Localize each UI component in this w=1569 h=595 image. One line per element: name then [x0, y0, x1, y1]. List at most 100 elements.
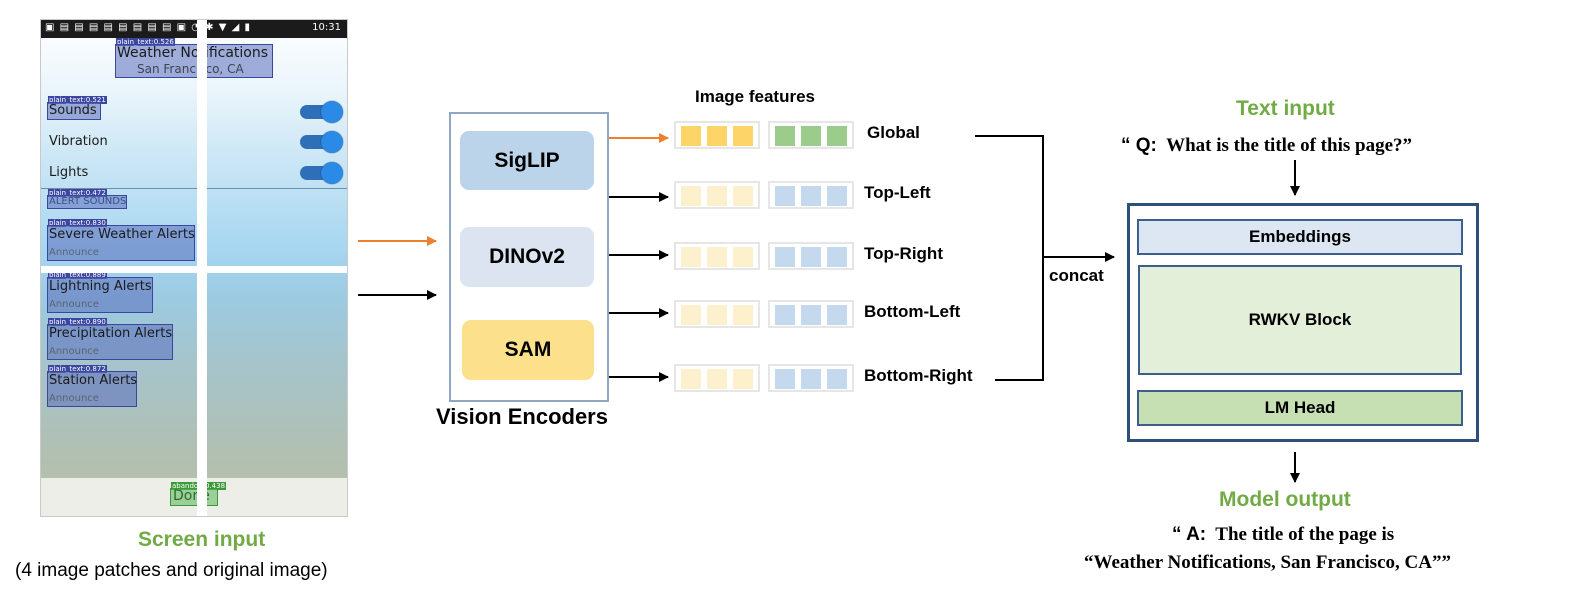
feature-token: [707, 305, 727, 325]
feature-label: Top-Right: [864, 244, 943, 263]
text-input-title: Text input: [1236, 97, 1335, 120]
feature-token: [827, 369, 847, 389]
lights-toggle[interactable]: [300, 162, 343, 184]
alert-title[interactable]: Severe Weather Alerts: [49, 227, 195, 242]
embeddings-block: Embeddings: [1137, 219, 1463, 255]
screen-input-image: ▣ ▤ ▤ ▤ ▤ ▤ ▤ ▤ ▤ ▣ ◔ ✱ ▼ ◢ ▮ 10:31 plai…: [40, 19, 348, 517]
screen-input-caption: (4 image patches and original image): [15, 560, 328, 581]
feature-token: [707, 369, 727, 389]
model-output-line1: “ A: The title of the page is: [1172, 524, 1394, 546]
rwkv-block: RWKV Block: [1138, 265, 1462, 375]
feature-token: [775, 247, 795, 267]
feature-token: [733, 126, 753, 146]
feature-token: [827, 247, 847, 267]
header-subtitle: San Francisco, CA: [137, 62, 244, 76]
answer-text: The title of the page is: [1215, 524, 1395, 545]
alert-title[interactable]: Precipitation Alerts: [49, 326, 173, 341]
feature-token: [801, 186, 821, 206]
detection-box-alert: [47, 324, 173, 360]
detection-tag: plain_text:0.521: [48, 96, 107, 104]
feature-label: Bottom-Right: [864, 366, 973, 385]
detection-tag: plain_text:0.472: [48, 189, 107, 197]
feature-token: [775, 305, 795, 325]
feature-group-left: [674, 300, 760, 328]
status-bar: ▣ ▤ ▤ ▤ ▤ ▤ ▤ ▤ ▤ ▣ ◔ ✱ ▼ ◢ ▮ 10:31: [41, 20, 347, 38]
feature-label: Global: [867, 123, 920, 142]
vibration-toggle[interactable]: [300, 131, 343, 153]
detection-box-header: [115, 44, 273, 78]
feature-token: [707, 186, 727, 206]
feature-token: [801, 369, 821, 389]
feature-group-right: [768, 300, 854, 328]
feature-token: [775, 186, 795, 206]
feature-token: [681, 186, 701, 206]
sam-encoder: SAM: [462, 320, 594, 380]
sounds-toggle[interactable]: [300, 101, 343, 123]
feature-token: [801, 126, 821, 146]
feature-group-left: [674, 181, 760, 209]
alert-title[interactable]: Lightning Alerts: [49, 279, 152, 294]
row-label-vibration: Vibration: [49, 134, 108, 149]
alert-subtitle: Announce: [49, 299, 99, 310]
row-label-lights: Lights: [49, 165, 89, 180]
feature-group-right: [768, 242, 854, 270]
alert-title[interactable]: Station Alerts: [49, 373, 138, 388]
question-prefix: “ Q:: [1121, 135, 1157, 156]
feature-token: [827, 305, 847, 325]
answer-prefix: “ A:: [1172, 524, 1207, 545]
feature-token: [801, 247, 821, 267]
detection-tag: plain_text:0.872: [48, 365, 107, 373]
model-output-title: Model output: [1219, 488, 1351, 511]
detection-tag: plain_text:0.890: [48, 318, 107, 326]
feature-token: [681, 369, 701, 389]
siglip-encoder: SigLIP: [460, 131, 594, 190]
alert-subtitle: Announce: [49, 393, 99, 404]
feature-token: [775, 369, 795, 389]
detection-box-alert: [47, 277, 153, 313]
detection-box-section: [47, 195, 127, 209]
feature-group-left: [674, 121, 760, 149]
alert-subtitle: Announce: [49, 346, 99, 357]
row-label-sounds: Sounds: [49, 103, 97, 118]
dinov2-encoder: DINOv2: [460, 227, 594, 287]
feature-token: [707, 126, 727, 146]
feature-token: [733, 305, 753, 325]
feature-token: [801, 305, 821, 325]
feature-group-right: [768, 121, 854, 149]
lm-head-block: LM Head: [1137, 390, 1463, 426]
feature-token: [681, 126, 701, 146]
feature-token: [681, 305, 701, 325]
feature-token: [707, 247, 727, 267]
feature-token: [827, 126, 847, 146]
model-output-line2: “Weather Notifications, San Francisco, C…: [1084, 552, 1451, 573]
detection-box-sounds: [47, 102, 101, 120]
divider: [41, 188, 347, 189]
detection-tag: plain_text:0.830: [48, 219, 107, 227]
detection-box-alert: [47, 371, 137, 407]
vision-encoders-caption: Vision Encoders: [436, 404, 608, 429]
feature-group-right: [768, 364, 854, 392]
section-label: ALERT SOUNDS: [49, 196, 127, 207]
feature-token: [775, 126, 795, 146]
detection-tag: plain_text:0.526: [116, 38, 175, 46]
feature-token: [681, 247, 701, 267]
feature-token: [733, 369, 753, 389]
text-input-question: “ Q: What is the title of this page?”: [1121, 135, 1412, 157]
screen-input-title: Screen input: [138, 528, 266, 551]
detection-tag: plain_text:0.889: [48, 271, 107, 279]
detection-box-alert: [47, 225, 195, 261]
status-time: 10:31: [312, 22, 341, 33]
feature-token: [733, 247, 753, 267]
feature-token: [733, 186, 753, 206]
feature-group-right: [768, 181, 854, 209]
patch-divider-horizontal: [41, 266, 347, 273]
feature-group-left: [674, 242, 760, 270]
feature-label: Top-Left: [864, 183, 931, 202]
image-features-title: Image features: [695, 87, 815, 106]
feature-label: Bottom-Left: [864, 302, 961, 321]
concat-label: concat: [1049, 266, 1104, 285]
question-text: What is the title of this page?”: [1166, 135, 1412, 156]
feature-group-left: [674, 364, 760, 392]
status-icons: ▣ ▤ ▤ ▤ ▤ ▤ ▤ ▤ ▤ ▣ ◔ ✱ ▼ ◢ ▮: [45, 22, 251, 33]
